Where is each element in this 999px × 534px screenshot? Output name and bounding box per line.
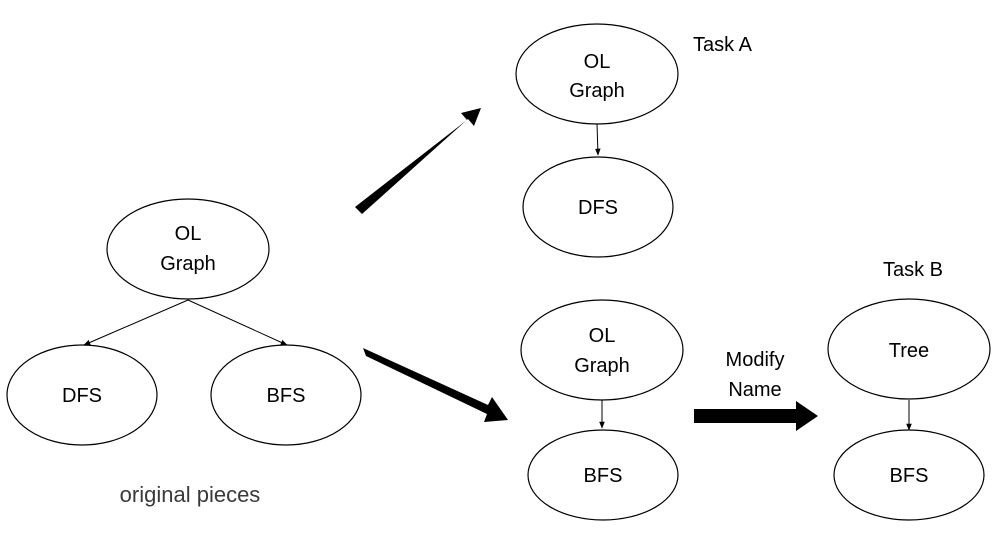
- task-a-tree: Task A OL Graph DFS: [515, 23, 753, 258]
- task-b-after-root-label: Tree: [889, 340, 929, 362]
- task-b-after-bfs-node: BFS: [833, 429, 985, 521]
- arrow-to-task-b: [363, 348, 508, 422]
- task-b-before-root-node: OL Graph: [520, 299, 684, 401]
- original-root-label-line1: OL: [175, 223, 202, 245]
- task-a-edge: [594, 123, 601, 156]
- edge-root-to-bfs: [187, 299, 288, 346]
- modify-name-arrow: [694, 401, 818, 431]
- modify-name-transition: Modify Name: [694, 349, 818, 431]
- task-b-before-bfs-node: BFS: [527, 429, 679, 521]
- task-a-label: Task A: [693, 34, 753, 56]
- original-dfs-label: DFS: [62, 385, 102, 407]
- task-a-dfs-node: DFS: [522, 156, 674, 258]
- task-b-before-tree: OL Graph BFS: [520, 299, 684, 521]
- task-a-root-label-line1: OL: [584, 51, 611, 73]
- edge-root-to-dfs: [83, 299, 189, 346]
- task-b-after-root-node: Tree: [827, 298, 991, 400]
- task-a-dfs-label: DFS: [578, 197, 618, 219]
- task-b-after-bfs-label: BFS: [890, 465, 929, 487]
- modify-label-line1: Modify: [726, 349, 785, 371]
- task-b-before-bfs-label: BFS: [584, 465, 623, 487]
- original-dfs-node: DFS: [6, 344, 158, 446]
- task-b-after-tree: Task B Tree BFS: [827, 259, 991, 521]
- task-b-before-root-label-line2: Graph: [574, 355, 630, 377]
- task-b-before-root-label-line1: OL: [589, 325, 616, 347]
- original-tree: OL Graph DFS BFS original pieces: [6, 198, 362, 507]
- original-bfs-node: BFS: [210, 344, 362, 446]
- original-caption: original pieces: [120, 482, 261, 507]
- modify-label-line2: Name: [728, 379, 781, 401]
- arrow-to-task-a: [355, 108, 481, 214]
- task-a-root-label-line2: Graph: [569, 80, 625, 102]
- original-root-label-line2: Graph: [160, 253, 216, 275]
- original-root-node: OL Graph: [106, 198, 270, 300]
- task-b-label: Task B: [883, 259, 943, 281]
- original-bfs-label: BFS: [267, 385, 306, 407]
- task-a-root-node: OL Graph: [515, 23, 679, 125]
